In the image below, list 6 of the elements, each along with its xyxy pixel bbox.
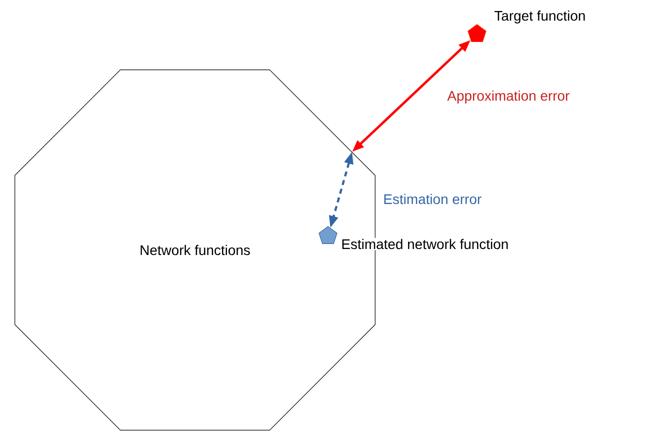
edge-label: Approximation error (446, 90, 571, 104)
pentagon-marker (468, 24, 486, 42)
pentagon-marker (318, 226, 338, 244)
edge-label: Estimation error (382, 192, 483, 206)
node-caption: Target function (493, 10, 587, 24)
node-caption: Estimated network function (340, 238, 510, 250)
